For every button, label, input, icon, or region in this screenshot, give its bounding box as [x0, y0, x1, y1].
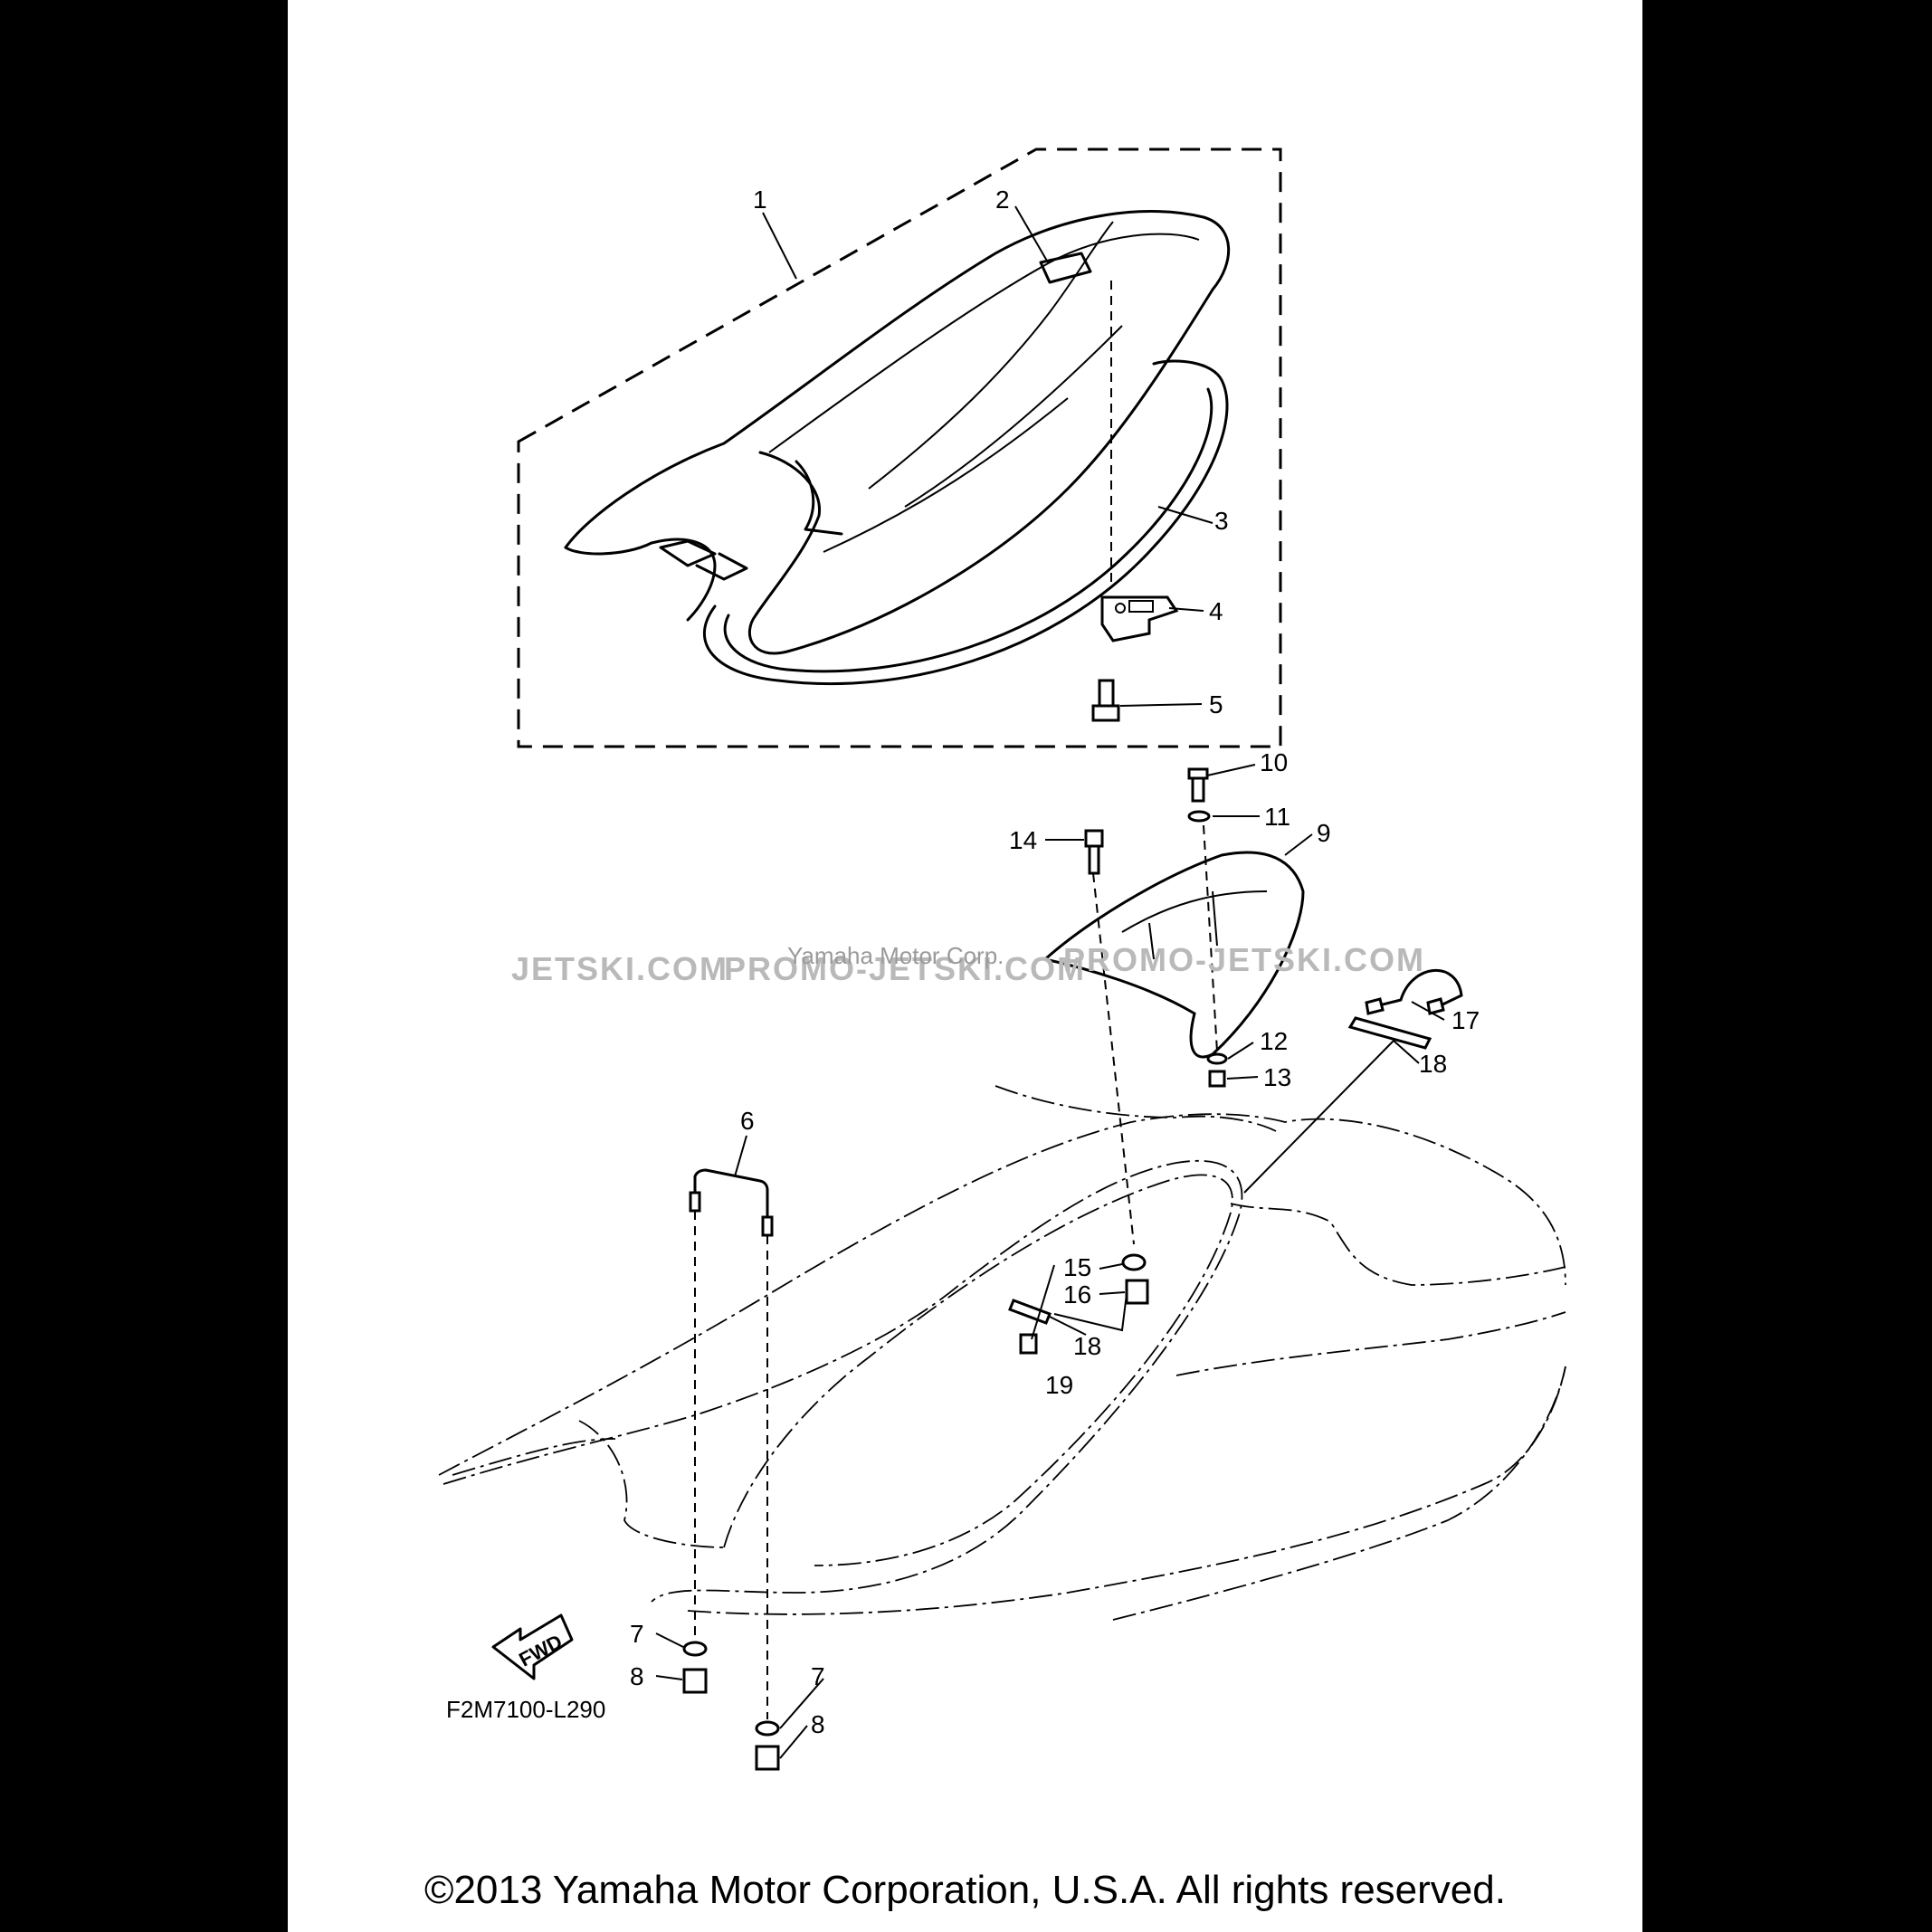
watermark-2: PROMO-JETSKI.COM [724, 950, 1086, 987]
callout-7a: 7 [630, 1620, 644, 1648]
nut-8b [755, 1745, 780, 1771]
diagram-sheet [288, 0, 1642, 1932]
callout-2: 2 [995, 186, 1010, 214]
plate-18 [1347, 1016, 1432, 1050]
copyright-notice: ©2013 Yamaha Motor Corporation, U.S.A. A… [424, 1868, 1506, 1912]
bolt-14 [1084, 829, 1104, 848]
seat-main [564, 210, 1231, 655]
callout-18a: 18 [1419, 1050, 1447, 1078]
callout-16: 16 [1063, 1280, 1091, 1309]
figure-code: F2M7100-L290 [446, 1696, 605, 1723]
watermark-3: PROMO-JETSKI.COM [1063, 941, 1425, 978]
seat-bracket [1100, 595, 1179, 642]
plate-18b [1008, 1299, 1052, 1325]
bolt-5 [1098, 679, 1115, 708]
callout-4: 4 [1209, 597, 1223, 625]
callout-18b: 18 [1073, 1332, 1101, 1360]
watermark-4: Yamaha Motor Corp. [787, 942, 1004, 969]
fwd-label: FWD [515, 1630, 566, 1671]
watermark-1: JETSKI.COM [511, 950, 728, 987]
washer-11 [1187, 810, 1211, 823]
washer-12 [1206, 1052, 1228, 1065]
callout-13: 13 [1263, 1063, 1291, 1091]
washer-7b [755, 1720, 780, 1737]
fwd-arrow [491, 1613, 574, 1680]
callout-5: 5 [1209, 690, 1223, 719]
assembly-box [517, 148, 1282, 748]
hull-outline [438, 1113, 1566, 1476]
seat-label-patch [1039, 252, 1092, 284]
callout-8b: 8 [811, 1710, 825, 1738]
grommet-15 [1121, 1253, 1147, 1271]
seat-base [703, 359, 1229, 686]
bolt-10 [1191, 775, 1205, 803]
callout-12: 12 [1260, 1027, 1288, 1055]
callout-7b: 7 [811, 1662, 825, 1690]
callout-15: 15 [1063, 1253, 1091, 1281]
rod-6 [693, 1168, 769, 1219]
nut-13 [1208, 1070, 1226, 1088]
nut-19 [1019, 1333, 1038, 1355]
callout-8a: 8 [630, 1662, 644, 1690]
callout-9: 9 [1317, 819, 1331, 847]
nut-16 [1125, 1279, 1149, 1305]
callout-1: 1 [753, 186, 767, 214]
callout-3: 3 [1214, 507, 1229, 535]
nut-8a [682, 1668, 708, 1694]
callout-17: 17 [1451, 1006, 1480, 1034]
callout-10: 10 [1260, 748, 1288, 776]
callout-19: 19 [1045, 1371, 1073, 1399]
rear-cover [1042, 851, 1305, 1059]
callout-11: 11 [1264, 803, 1290, 831]
washer-7a [682, 1641, 708, 1657]
callout-14: 14 [1009, 826, 1037, 854]
callout-6: 6 [740, 1107, 755, 1135]
